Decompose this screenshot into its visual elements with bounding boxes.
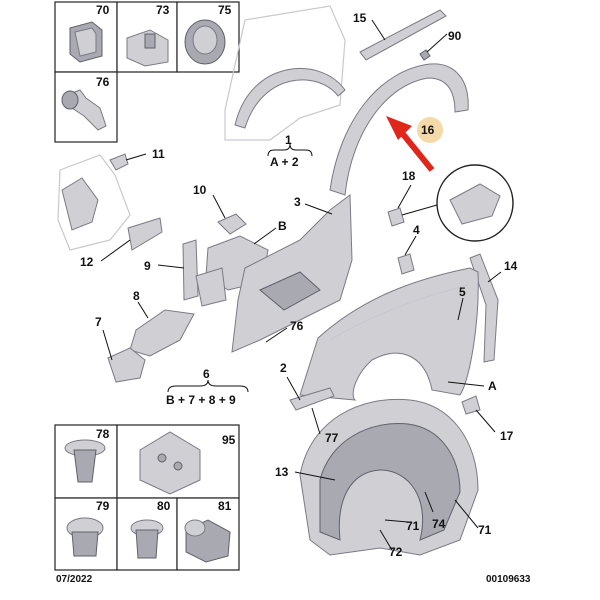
footer-date: 07/2022 <box>56 574 93 585</box>
kit-95-icon <box>139 431 201 495</box>
callout-2: 2 <box>280 361 287 375</box>
callout-76b: 76 <box>290 319 304 333</box>
callout-78: 78 <box>96 427 110 441</box>
cap-10 <box>217 213 247 235</box>
wheel-arch-trim-16 <box>329 63 469 196</box>
callout-71-right: 71 <box>478 523 492 537</box>
bracket-12 <box>127 217 163 251</box>
nut-75-bore <box>192 25 218 55</box>
leader-lines <box>100 19 502 551</box>
callout-77: 77 <box>325 431 339 445</box>
callout-76: 76 <box>96 75 110 89</box>
callout-12: 12 <box>80 255 94 269</box>
fender-ghost-outline <box>224 5 346 141</box>
clip-4 <box>397 253 415 275</box>
callout-15: 15 <box>353 11 367 25</box>
callout-73: 73 <box>156 3 170 17</box>
callout-6: 6 <box>203 367 210 381</box>
seal-14 <box>469 253 499 363</box>
callout-75: 75 <box>218 3 232 17</box>
clip-81-head <box>184 519 206 537</box>
callout-11: 11 <box>152 147 165 161</box>
callout-72: 72 <box>389 545 403 559</box>
wheel-liner-13-inner <box>319 422 461 541</box>
fastener-grid-bottom <box>54 424 240 571</box>
callout-5: 5 <box>459 285 466 299</box>
callout-90: 90 <box>448 29 462 43</box>
cell-78 <box>54 424 118 499</box>
callout-A: A <box>488 379 497 393</box>
callout-10: 10 <box>193 183 207 197</box>
bracket-9b <box>195 267 227 307</box>
nut-79-body <box>71 531 99 557</box>
rivet-78-body <box>73 449 97 483</box>
bracket-11 <box>109 153 129 171</box>
callout-9: 9 <box>144 259 151 273</box>
callout-labels: 70 73 75 76 15 90 16 1 A + 2 11 10 B 3 1… <box>80 3 518 559</box>
clip-18 <box>387 207 405 227</box>
callout-1: 1 <box>285 133 292 147</box>
indicator-arrow-shaft <box>395 126 435 172</box>
callout-71-left: 71 <box>406 519 420 533</box>
callout-7: 7 <box>95 315 102 329</box>
callout-3: 3 <box>294 195 301 209</box>
callout-8: 8 <box>133 289 140 303</box>
callout-79: 79 <box>96 499 110 513</box>
callout-13: 13 <box>275 465 289 479</box>
callout-4: 4 <box>413 223 420 237</box>
brace-1 <box>267 143 313 157</box>
callout-1-sub: A + 2 <box>270 155 299 169</box>
fender-A-crease <box>329 284 469 341</box>
inner-wing-3 <box>231 194 353 353</box>
brace-6 <box>167 379 249 393</box>
callout-70: 70 <box>96 3 110 17</box>
footer-ref: 00109633 <box>486 574 531 585</box>
screw-76-head <box>61 90 79 110</box>
body-section-part <box>61 177 99 231</box>
highlight-16 <box>417 117 443 143</box>
strip-15 <box>359 9 447 61</box>
callout-95: 95 <box>222 433 236 447</box>
callout-18: 18 <box>402 169 416 183</box>
bracket-7 <box>107 347 146 383</box>
callout-74: 74 <box>432 517 446 531</box>
bracket-2 <box>289 387 335 411</box>
detail-magnifier-part <box>449 183 501 225</box>
kit-95-item <box>173 461 183 471</box>
callout-17: 17 <box>500 429 514 443</box>
callout-80: 80 <box>157 499 171 513</box>
indicator-arrow-icon <box>386 116 412 140</box>
callout-14: 14 <box>504 259 518 273</box>
kit-95-item <box>157 453 167 463</box>
rivet-80-body <box>135 529 159 559</box>
callout-6-sub: B + 7 + 8 + 9 <box>166 393 236 407</box>
callout-81: 81 <box>218 499 232 513</box>
clip-90 <box>419 49 431 61</box>
callout-16: 16 <box>421 123 435 137</box>
fastener-grid-top <box>54 1 240 143</box>
clip-73-tab <box>144 33 156 49</box>
bracket-8 <box>129 309 195 357</box>
wheel-arch-trim-ghost <box>234 68 346 129</box>
magnifier-leader <box>401 204 438 216</box>
bracket-9 <box>182 239 199 301</box>
callout-B: B <box>278 219 287 233</box>
inner-wing-3-detail <box>259 271 321 311</box>
clip-17 <box>461 395 481 415</box>
body-section-ghost <box>57 154 131 251</box>
clip-70-face <box>74 27 97 57</box>
